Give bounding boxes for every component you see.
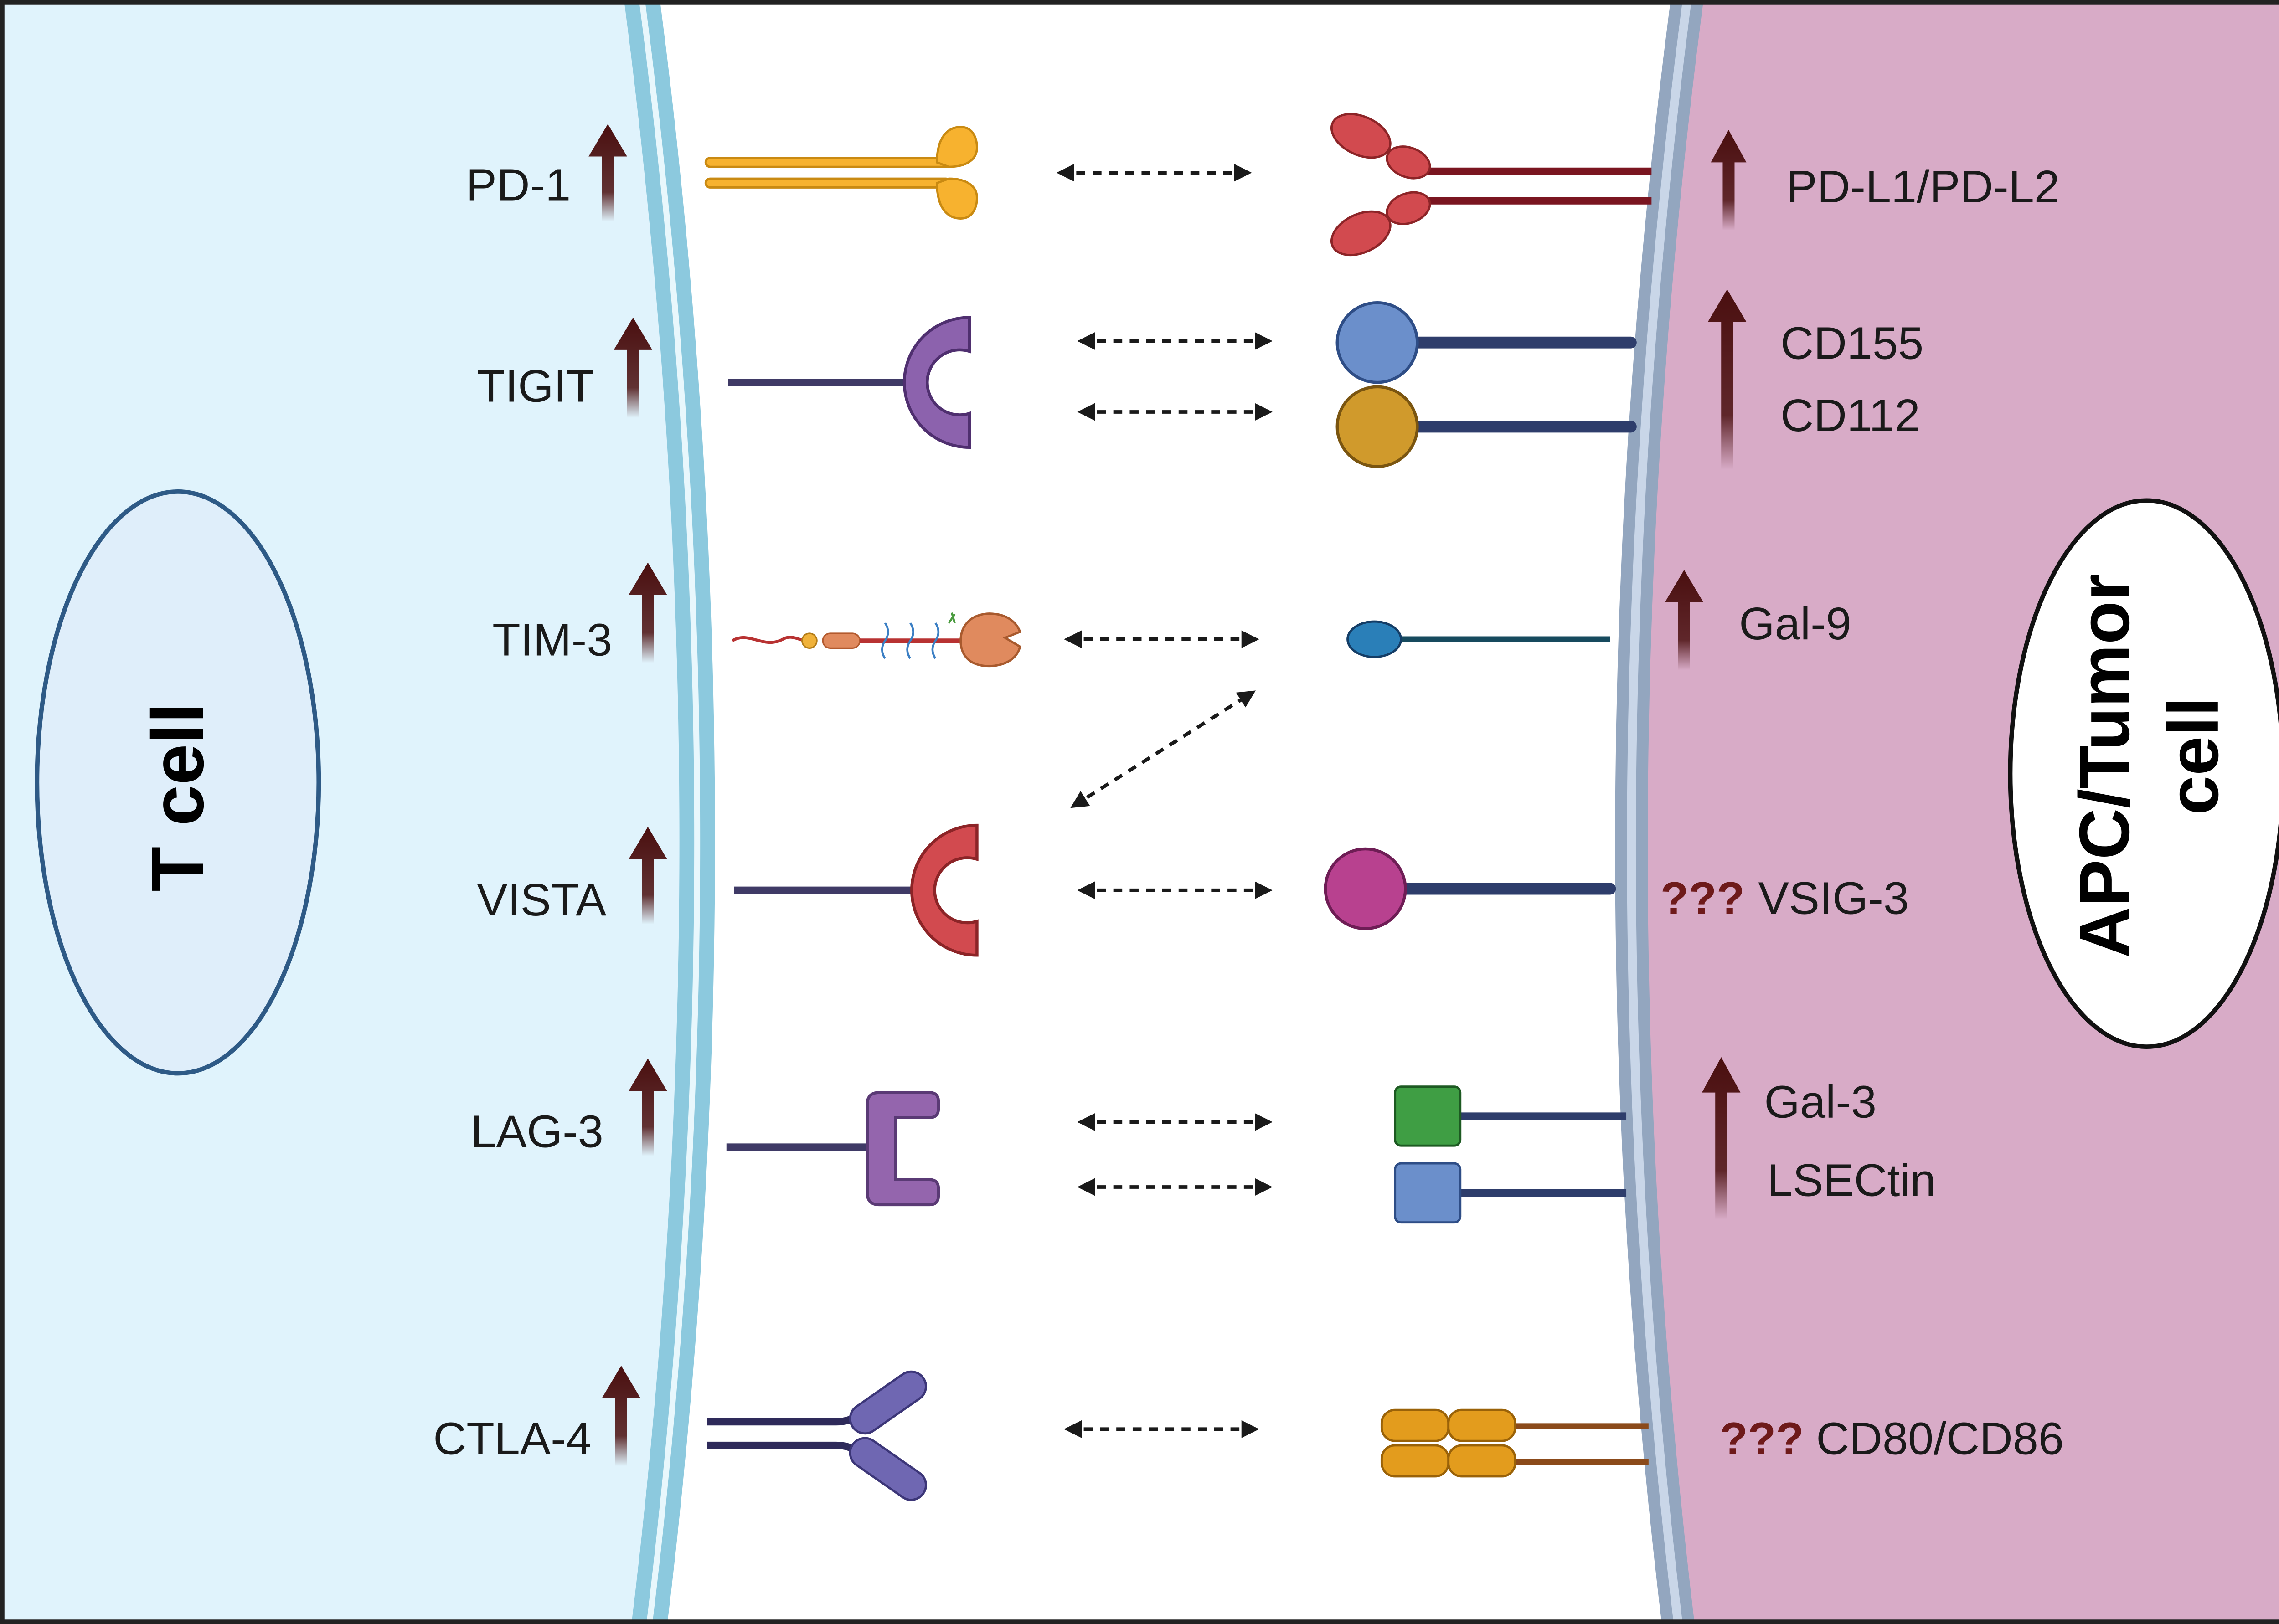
- cd155-head: [1335, 301, 1419, 384]
- tim3-tail: [732, 636, 810, 644]
- up-arrow-gal3-lsectin: [1702, 1057, 1741, 1220]
- vsig3-ligand: [1324, 847, 1616, 930]
- ctla4-receptor: [707, 1370, 927, 1501]
- apc-nucleus: [2008, 498, 2279, 1049]
- cd80-domain-bottom-1: [1380, 1444, 1450, 1478]
- interaction-arrow-vista-gal9: [1070, 690, 1256, 808]
- tim3-small-domain: [801, 632, 818, 649]
- cd80-domain-top-2: [1447, 1408, 1516, 1442]
- label-lsectin: LSECtin: [1767, 1155, 1936, 1206]
- cd112-head: [1335, 385, 1419, 468]
- lsectin-head: [1394, 1162, 1462, 1224]
- up-arrow-ctla4: [602, 1366, 641, 1466]
- unknown-marker-cd80: ???: [1720, 1413, 1804, 1465]
- label-gal9: Gal-9: [1739, 598, 1851, 649]
- lsectin-ligand: [1394, 1162, 1627, 1224]
- pd1-receptor: [704, 126, 978, 220]
- upregulation-arrows-t-cell: [588, 124, 667, 1466]
- pd1-head-top: [936, 126, 978, 168]
- pdl-domain-top-inner: [1386, 145, 1431, 180]
- apc-membrane-inner-line: [1627, 0, 1692, 1624]
- up-arrow-gal9: [1665, 570, 1704, 670]
- cd80-cd86-ligand: [1380, 1408, 1649, 1478]
- tim3-igv-head: [959, 612, 1021, 668]
- label-tigit: TIGIT: [477, 360, 595, 411]
- t-cell-nucleus: [35, 489, 321, 1076]
- interaction-arrows: [1056, 164, 1273, 1438]
- up-arrow-tim3: [629, 562, 667, 663]
- up-arrow-vista: [629, 827, 667, 925]
- gal3-head: [1394, 1085, 1462, 1147]
- tim3-glycans: [881, 622, 940, 659]
- label-vista: VISTA: [477, 874, 606, 925]
- label-ctla4: CTLA-4: [433, 1413, 591, 1465]
- up-arrow-pd1: [588, 124, 627, 221]
- tim3-receptor: [732, 612, 1021, 668]
- t-cell-cytoplasm: [0, 0, 697, 1624]
- label-cd112: CD112: [1780, 390, 1920, 441]
- upregulation-arrows-apc: [1665, 130, 1747, 1220]
- tigit-head: [902, 316, 971, 449]
- ctla4-arm-top: [849, 1370, 927, 1435]
- pd1-stalk-bottom: [704, 177, 952, 189]
- apc-label-line1: APC/Tumor: [2065, 574, 2144, 958]
- cd80-domain-top-1: [1380, 1408, 1450, 1442]
- t-cell-label: T cell: [136, 703, 219, 892]
- pdl-domain-bottom-outer: [1330, 210, 1392, 257]
- pd1-head-bottom: [936, 177, 978, 220]
- gal9-head: [1346, 620, 1402, 658]
- cd155-ligand: [1335, 301, 1637, 384]
- cd112-ligand: [1335, 385, 1637, 468]
- pdl-ligand: [1330, 113, 1652, 257]
- tim3-mucin-segment: [822, 632, 861, 649]
- pd1-stalk-top: [704, 157, 952, 168]
- up-arrow-cd155-cd112: [1707, 289, 1747, 470]
- lag3-head: [866, 1091, 940, 1207]
- vista-head: [910, 823, 979, 957]
- apc-cytoplasm: [1631, 0, 2279, 1624]
- vsig3-head: [1324, 847, 1407, 930]
- pdl-domain-bottom-inner: [1386, 191, 1431, 225]
- gal3-ligand: [1394, 1085, 1627, 1147]
- tigit-receptor: [728, 316, 971, 449]
- t-cell-membrane-inner-line: [639, 0, 701, 1624]
- ctla4-arm-bottom: [849, 1437, 927, 1501]
- label-pdl1-pdl2: PD-L1/PD-L2: [1786, 161, 2060, 212]
- lag3-receptor: [726, 1091, 940, 1207]
- gal9-ligand: [1346, 620, 1610, 658]
- tim3-glycan-tips: [948, 612, 956, 624]
- apc-label-line2: cell: [2154, 697, 2233, 815]
- label-lag3: LAG-3: [470, 1106, 603, 1157]
- apc-label: APC/Tumor cell: [2065, 554, 2233, 958]
- up-arrow-tigit: [614, 317, 653, 418]
- label-gal3: Gal-3: [1764, 1077, 1877, 1128]
- label-vsig3: VSIG-3: [1758, 873, 1909, 924]
- label-cd155: CD155: [1780, 318, 1923, 369]
- cd80-domain-bottom-2: [1447, 1444, 1516, 1478]
- vista-receptor: [734, 823, 979, 957]
- up-arrow-pdl: [1711, 130, 1747, 231]
- label-cd80-cd86: CD80/CD86: [1816, 1413, 2064, 1465]
- pdl-domain-top-outer: [1330, 113, 1392, 159]
- up-arrow-lag3: [629, 1059, 667, 1156]
- unknown-marker-vsig3: ???: [1660, 873, 1745, 924]
- label-pd1: PD-1: [466, 160, 571, 211]
- label-tim3: TIM-3: [492, 615, 612, 666]
